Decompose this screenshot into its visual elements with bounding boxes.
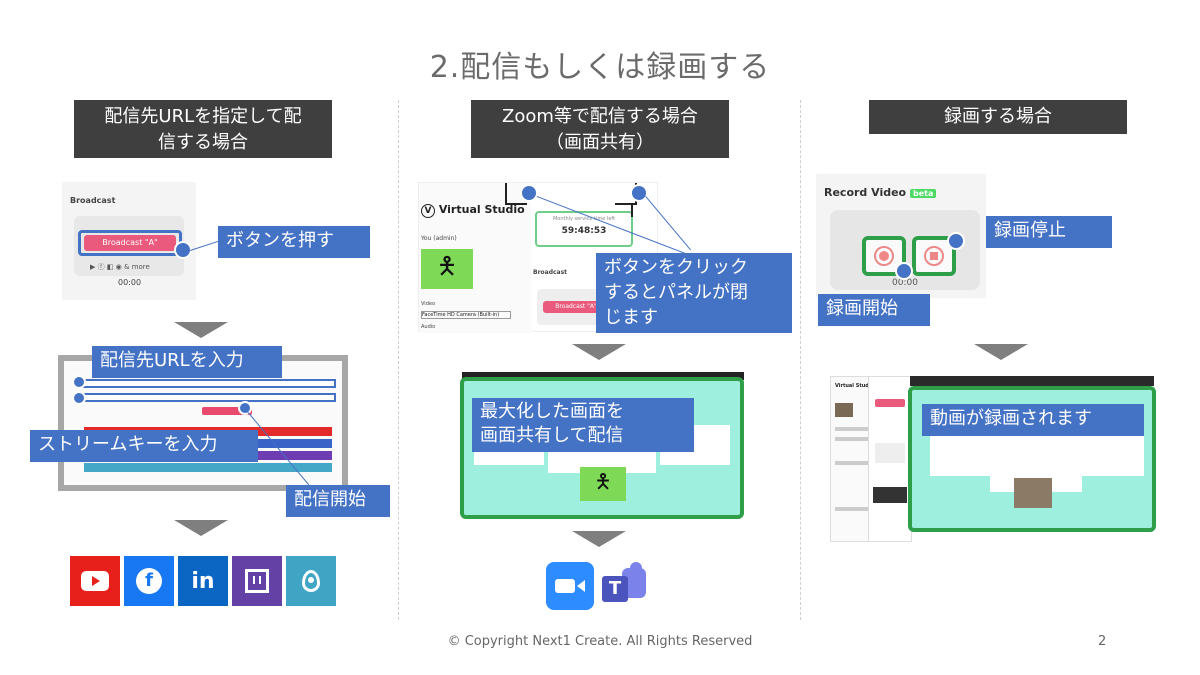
linkedin-icon: in: [178, 556, 228, 606]
callout-start-stream: 配信開始: [286, 485, 390, 517]
middle-broadcast-button[interactable]: Broadcast "A": [543, 301, 609, 313]
right-header: 録画する場合: [869, 100, 1127, 134]
record-time: 00:00: [892, 278, 918, 288]
callout-stream-key: ストリームキーを入力: [30, 430, 258, 462]
mini-avatar: [835, 403, 853, 417]
column-divider-1: [398, 100, 399, 620]
left-header-line2: 信する場合: [158, 132, 248, 153]
broadcast-time: 00:00: [118, 278, 142, 287]
url-input[interactable]: [80, 379, 336, 388]
start-record-dot: [895, 262, 913, 280]
callout-record-stop: 録画停止: [986, 216, 1112, 248]
middle-header: Zoom等で配信する場合 （画面共有）: [471, 100, 729, 158]
arrow-down-middle-2: [572, 531, 626, 547]
zoom-icon: [546, 562, 594, 610]
rec-thumb-1: [930, 436, 992, 476]
url-dot: [72, 375, 86, 389]
browser-bar: [462, 372, 744, 380]
callout-click-line3: じます: [604, 307, 658, 328]
studio-title: Virtual Studio: [438, 203, 525, 216]
left-header-line1: 配信先URLを指定して配: [104, 106, 302, 127]
user-avatar: 🯅: [421, 249, 473, 289]
callout-maximize: 最大化した画面を 画面共有して配信: [472, 398, 694, 452]
middle-header-line1: Zoom等で配信する場合: [502, 106, 698, 127]
twitch-icon: [232, 556, 282, 606]
key-dot: [72, 391, 86, 405]
callout-recorded: 動画が録画されます: [922, 404, 1144, 436]
stream-key-input[interactable]: [80, 393, 336, 402]
close-button-frame-left: [505, 183, 527, 205]
rec-webcam: [1014, 478, 1052, 508]
copyright-footer: © Copyright Next1 Create. All Rights Res…: [447, 634, 753, 649]
press-dot: [174, 241, 192, 259]
arrow-down-middle-1: [572, 344, 626, 360]
youtube-icon: [70, 556, 120, 606]
page-number: 2: [1098, 634, 1107, 649]
callout-press-button: ボタンを押す: [218, 226, 370, 258]
mini-studio-title: Virtual Studio: [835, 383, 875, 389]
slide-title: 2.配信もしくは録画する: [429, 50, 771, 85]
broadcast-button[interactable]: Broadcast "A": [84, 235, 176, 251]
periscope-bar[interactable]: [84, 463, 332, 472]
middle-broadcast-label: Broadcast: [533, 269, 568, 276]
presenter-avatar: 🯅: [580, 467, 626, 501]
mini-middle-panel: [868, 376, 912, 542]
callout-record-start: 録画開始: [818, 294, 930, 326]
middle-header-line2: （画面共有）: [546, 132, 654, 153]
studio-logo: V Virtual Studio: [421, 203, 525, 218]
callout-click-close: ボタンをクリック するとパネルが閉 じます: [596, 253, 792, 333]
click-dot-2: [630, 184, 648, 202]
callout-max-line1: 最大化した画面を: [480, 401, 624, 422]
monthly-timer-box: Monthly service time left 59:48:53: [535, 211, 633, 247]
periscope-icon: [286, 556, 336, 606]
right-header-text: 録画する場合: [944, 106, 1052, 127]
stop-icon: [924, 246, 944, 266]
callout-click-line1: ボタンをクリック: [604, 257, 748, 278]
rec-thumb-3: [1082, 436, 1144, 476]
start-stream-button[interactable]: [202, 407, 252, 415]
facebook-icon: f: [124, 556, 174, 606]
broadcast-more: & more: [124, 263, 150, 271]
stop-dot: [947, 232, 965, 250]
teams-icon: T: [600, 562, 650, 610]
video-label: Video: [421, 301, 436, 307]
arrow-down-right: [974, 344, 1028, 360]
broadcast-panel: Broadcast Broadcast "A" ▶ ⓕ ◧ ◉ & more 0…: [62, 182, 196, 300]
monthly-label: Monthly service time left: [552, 216, 616, 222]
studio-v-icon: V: [421, 204, 435, 218]
mini-browser-bar: [910, 376, 1154, 386]
arrow-down-left-2: [174, 520, 228, 536]
panel-edge: [631, 205, 633, 217]
broadcast-service-icons: ▶ ⓕ ◧ ◉ & more: [90, 263, 150, 271]
studio-user: You (admin): [421, 235, 457, 242]
record-icon: [874, 246, 894, 266]
monthly-time: 59:48:53: [561, 226, 607, 236]
record-title: Record Video: [824, 186, 907, 199]
beta-badge: beta: [909, 189, 937, 198]
audio-label: Audio: [421, 324, 436, 330]
callout-max-line2: 画面共有して配信: [480, 425, 624, 446]
callout-url: 配信先URLを入力: [92, 346, 282, 378]
left-header: 配信先URLを指定して配 信する場合: [74, 100, 332, 158]
camera-select[interactable]: FaceTime HD Camera (Built-in): [421, 311, 511, 319]
arrow-down-left-1: [174, 322, 228, 338]
callout-click-line2: するとパネルが閉: [604, 282, 748, 303]
broadcast-label: Broadcast: [70, 196, 116, 205]
click-dot-1: [520, 184, 538, 202]
record-title-row: Record Video beta: [824, 186, 937, 199]
column-divider-2: [800, 100, 801, 620]
stream-settings-inner: [64, 361, 342, 485]
start-dot: [238, 401, 252, 415]
